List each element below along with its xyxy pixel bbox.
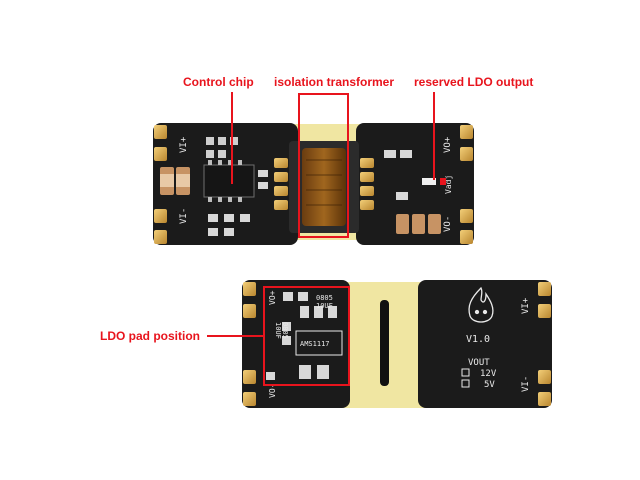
- top-right-smd-parts: [384, 150, 446, 234]
- top-left-pin-pads: [154, 125, 167, 244]
- transformer-highlight-box: [298, 93, 349, 238]
- ldo-chip-label: AMS1117: [300, 340, 330, 348]
- isolation-transformer: [289, 141, 359, 233]
- top-left-smd-parts: [208, 170, 268, 236]
- pkg-0805-rotated-label: 0805: [281, 322, 289, 339]
- top-vo-plus-label: VO+: [443, 136, 453, 153]
- top-board: VI+ VI- VO+ VO- Vadj: [153, 123, 474, 245]
- top-vadj-label: Vadj: [444, 175, 453, 194]
- bottom-board: VO+ VO- VI+ VI- 0805 10UF 10UF 0805 AMS1…: [242, 280, 552, 408]
- annotation-leaders: [207, 92, 435, 337]
- cap-10uf-label: 10UF: [316, 302, 333, 310]
- transformer-pins: [274, 158, 374, 210]
- bottom-board-right-pcb: [418, 280, 552, 408]
- vout-12v-label: 12V: [480, 369, 497, 379]
- control-chip-label: Control chip: [183, 75, 254, 89]
- bottom-vi-plus-label: VI+: [521, 297, 531, 314]
- vout-5v-label: 5V: [484, 380, 495, 390]
- bottom-vo-minus-label: VO-: [268, 384, 277, 398]
- vout-5v-checkbox: [461, 379, 470, 388]
- isolation-transformer-label: isolation transformer: [274, 75, 395, 89]
- ldo-highlight-box: [263, 286, 350, 386]
- pkg-0805-label: 0805: [316, 294, 333, 302]
- bottom-vo-plus-label: VO+: [268, 290, 277, 305]
- top-input-capacitors: [160, 167, 190, 195]
- ldo-pad-footprint: [266, 292, 343, 380]
- bottom-vi-minus-label: VI-: [521, 376, 531, 392]
- bottom-left-pin-pads: [243, 282, 256, 406]
- bottom-right-pin-pads: [538, 282, 551, 406]
- top-control-chip: [203, 164, 255, 198]
- top-right-pin-pads: [460, 125, 473, 244]
- bottom-board-slot: [380, 300, 389, 386]
- ldo-pad-position-label: LDO pad position: [100, 329, 200, 343]
- top-vi-plus-label: VI+: [179, 136, 189, 153]
- version-label: V1.0: [466, 334, 490, 345]
- top-vi-minus-label: VI-: [179, 208, 189, 224]
- top-control-chip-legs: [208, 160, 242, 202]
- top-control-chip-pads: [206, 137, 238, 158]
- vout-12v-checkbox: [461, 368, 470, 377]
- vout-title: VOUT: [468, 358, 490, 368]
- cap-10uf-rotated-label: 10UF: [274, 322, 282, 339]
- flame-logo-icon: [468, 286, 494, 323]
- top-vo-minus-label: VO-: [443, 216, 453, 232]
- reserved-ldo-output-label: reserved LDO output: [414, 75, 534, 89]
